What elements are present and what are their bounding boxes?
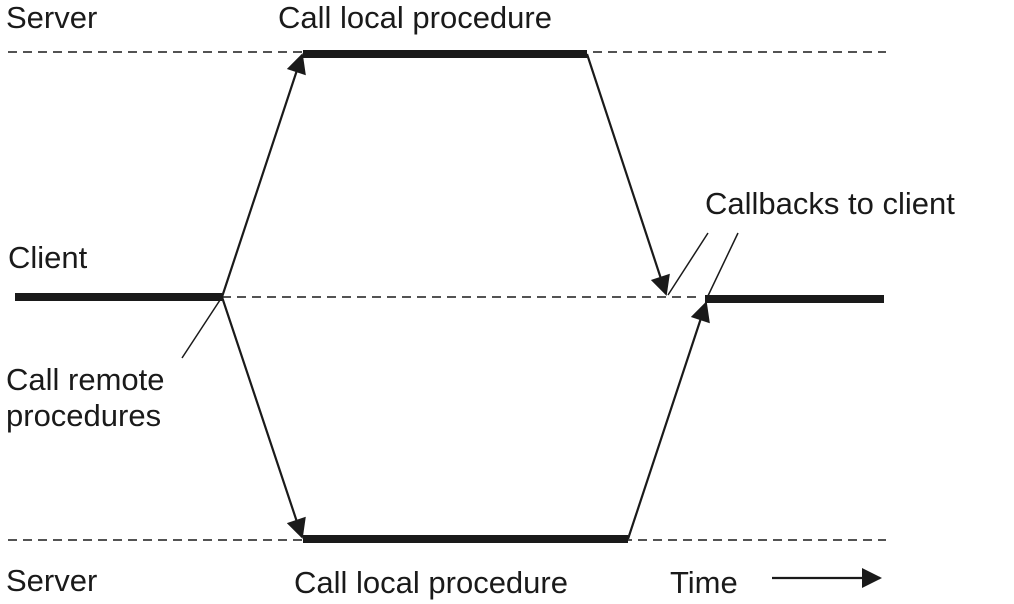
server-top-label: Server: [6, 0, 98, 35]
callback-arrow-from-top-server: [585, 53, 670, 296]
call-remote-label-line2: procedures: [6, 398, 162, 433]
call-remote-leader: [181, 296, 223, 359]
callbacks-to-client-label: Callbacks to client: [705, 186, 955, 221]
time-label: Time: [670, 565, 738, 600]
callbacks-leader-2: [705, 232, 739, 301]
client-label: Client: [8, 240, 88, 275]
callback-arrow-from-bottom-server: [626, 301, 710, 540]
call-local-procedure-bottom-label: Call local procedure: [294, 565, 568, 600]
call-local-procedure-top-label: Call local procedure: [278, 0, 552, 35]
call-arrow-to-top-server: [220, 53, 306, 298]
server-bottom-label: Server: [6, 563, 98, 598]
callbacks-leader-1: [667, 232, 709, 296]
call-arrow-to-bottom-server: [220, 296, 306, 539]
call-remote-label-line1: Call remote: [6, 362, 165, 397]
